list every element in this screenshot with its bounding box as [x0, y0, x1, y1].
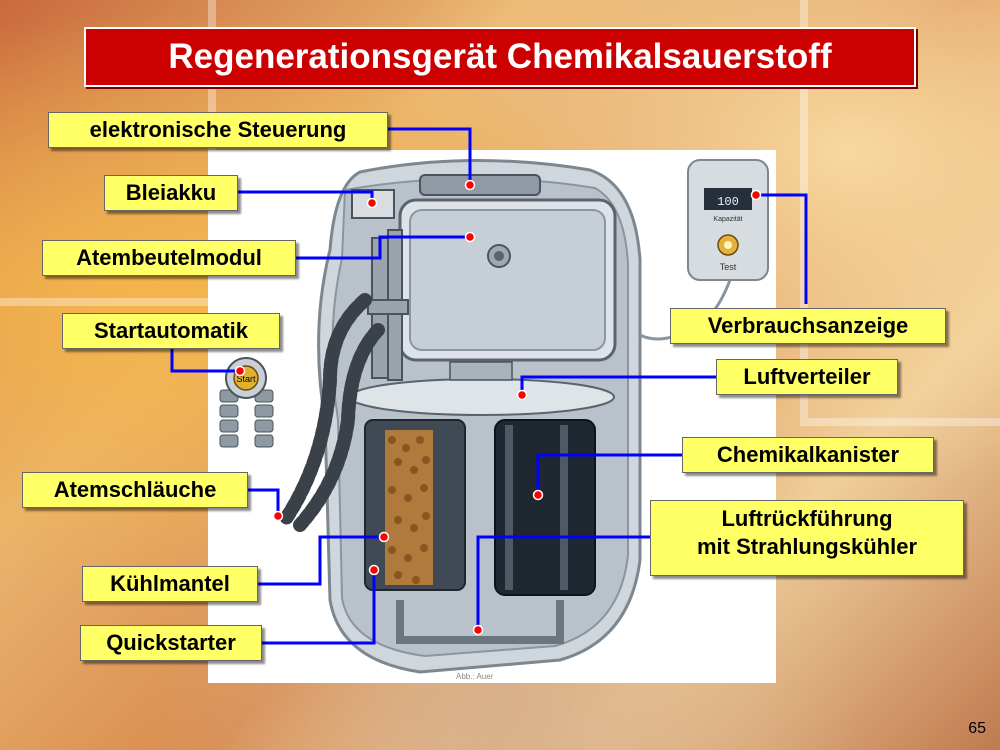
label-elektronische-steuerung: elektronische Steuerung — [48, 112, 388, 148]
capacity-label: Kapazität — [713, 216, 742, 223]
label-bleiakku: Bleiakku — [104, 175, 238, 211]
page-number: 65 — [968, 720, 986, 737]
marker-atemschlaeuche — [272, 510, 284, 522]
image-credit: Abb.: Auer — [456, 672, 494, 681]
label-kuehlmantel: Kühlmantel — [82, 566, 258, 602]
label-chemikalkanister: Chemikalkanister — [682, 437, 934, 473]
label-atemschlaeuche: Atemschläuche — [22, 472, 248, 508]
marker-dots — [234, 179, 762, 636]
label-luftrueckfuehrung: Luftrückführung mit Strahlungskühler — [650, 500, 964, 576]
marker-verbrauch — [750, 189, 762, 201]
marker-chemikalkanister — [532, 489, 544, 501]
return-duct-shape — [396, 600, 564, 644]
leader-line-luftrueck — [476, 535, 650, 630]
leader-line-luftverteiler — [520, 375, 716, 395]
marker-luftrueck — [472, 624, 484, 636]
leader-line-kuehlmantel — [258, 535, 384, 586]
leader-lines — [170, 127, 808, 645]
leader-line-steuerung — [388, 127, 472, 185]
label-verbrauchsanzeige: Verbrauchsanzeige — [670, 308, 946, 344]
leader-line-quickstarter — [262, 570, 376, 645]
label-luftrueckfuehrung-line1: Luftrückführung — [721, 506, 893, 531]
background-window-right — [800, 0, 1000, 426]
label-startautomatik: Startautomatik — [62, 313, 280, 349]
label-luftverteiler: Luftverteiler — [716, 359, 898, 395]
control-unit-shape — [419, 174, 541, 196]
leader-line-atembeutel — [296, 235, 470, 260]
display-readout: 100 — [717, 195, 739, 209]
marker-kuehlmantel — [378, 531, 390, 543]
leader-line-chemikalkanister — [536, 453, 682, 495]
test-button-label: Test — [720, 262, 737, 272]
leader-line-verbrauch — [756, 193, 808, 304]
breathing-bag-module-shape — [398, 198, 617, 362]
chemical-canister-shape — [494, 419, 596, 596]
pipe-assembly-shape — [367, 229, 409, 381]
slide-title: Regenerationsgerät Chemikalsauerstoff — [84, 27, 916, 87]
label-atembeutelmodul: Atembeutelmodul — [42, 240, 296, 276]
start-button-label: Start — [236, 374, 256, 384]
marker-bleiakku — [366, 197, 378, 209]
cooling-jacket-shape — [364, 419, 466, 591]
marker-quickstarter — [368, 564, 380, 576]
breathing-hose-shape — [278, 293, 385, 532]
label-quickstarter: Quickstarter — [80, 625, 262, 661]
marker-steuerung — [464, 179, 476, 191]
marker-atembeutel — [464, 231, 476, 243]
label-luftrueckfuehrung-line2: mit Strahlungskühler — [696, 534, 918, 559]
leader-line-atemschlaeuche — [248, 488, 280, 516]
leader-line-startautomatik — [170, 348, 240, 373]
marker-luftverteiler — [516, 389, 528, 401]
granules-pattern — [388, 436, 430, 584]
marker-startautomatik — [234, 365, 246, 377]
consumption-display-shape — [639, 159, 769, 341]
